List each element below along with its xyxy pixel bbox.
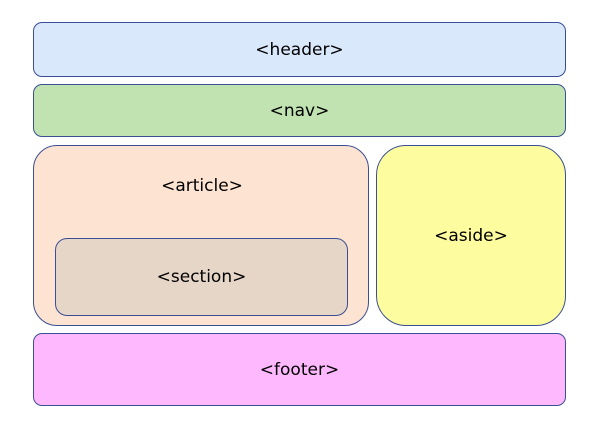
nav-label: <nav> — [269, 100, 330, 121]
section-block: <section> — [55, 238, 348, 316]
header-block: <header> — [33, 22, 566, 77]
article-label: <article> — [161, 176, 243, 196]
article-block: <article> <section> — [33, 145, 369, 326]
nav-block: <nav> — [33, 84, 566, 137]
footer-block: <footer> — [33, 333, 566, 406]
aside-block: <aside> — [376, 145, 566, 326]
footer-label: <footer> — [259, 359, 340, 380]
aside-label: <aside> — [434, 225, 508, 246]
section-label: <section> — [156, 267, 247, 287]
header-label: <header> — [255, 39, 344, 60]
